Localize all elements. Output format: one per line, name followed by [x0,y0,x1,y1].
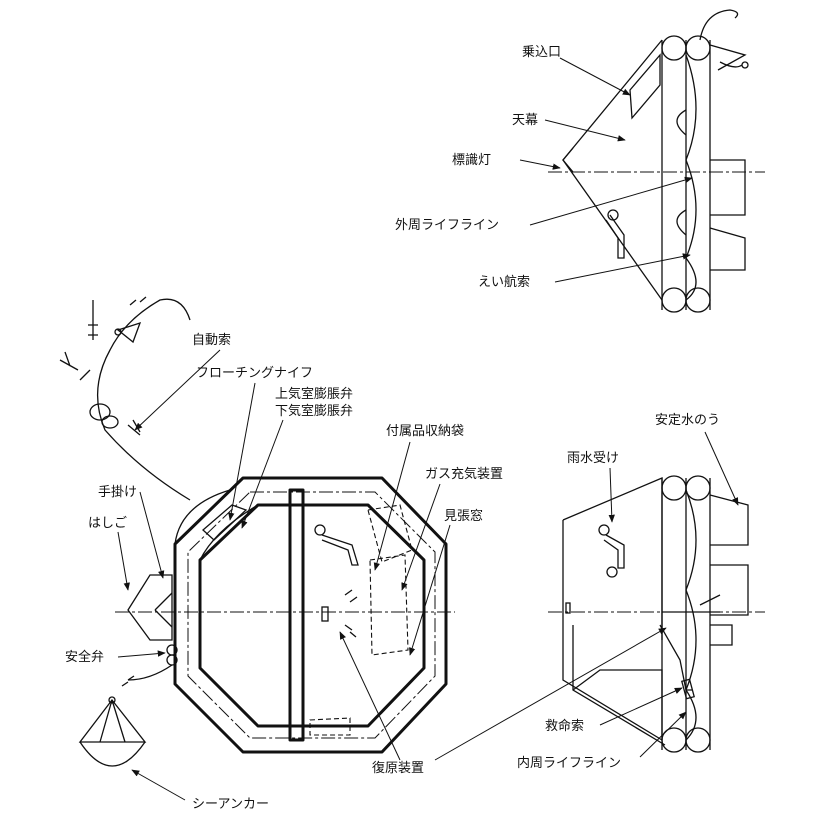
label-outer-lifeline: 外周ライフライン [395,218,499,233]
label-rain-catcher: 雨水受け [567,451,619,466]
side-view-bottom [548,475,765,753]
gas-inflation-outline [369,554,409,656]
auto-line [96,298,191,501]
label-upper-valve: 上気室膨脹弁 [275,386,353,402]
top-cable [699,9,739,41]
divider-bar [288,488,305,742]
label-sea-anchor: シーアンカー [192,797,269,812]
raft-outer-hull [173,476,448,754]
label-accessory-bag: 付属品収納袋 [386,424,464,439]
raft-inner-hull [198,503,426,728]
side-view-top [548,9,765,313]
sea-anchor-cone [78,698,147,743]
label-handhold: 手掛け [98,485,137,500]
accessory-bag-outline [367,504,413,563]
label-lookout-window: 見張窓 [444,508,483,524]
plan-view [59,296,455,767]
label-lower-valve: 下気室膨脹弁 [275,403,353,419]
label-stability-bags: 安定水のう [655,413,720,428]
label-inner-lifeline: 内周ライフライン [517,755,621,771]
buoyancy-tube [661,40,711,310]
label-canopy: 天幕 [512,113,538,128]
boarding-opening [629,53,661,120]
label-gas-inflation: ガス充気装置 [425,466,503,482]
ladder-shape [127,574,173,641]
label-ladder: はしご [88,515,127,531]
canopy-outline [562,39,663,301]
label-towing-line: えい航索 [478,274,530,290]
marker-light-shape [562,147,574,173]
label-righting-device: 復原装置 [372,760,424,776]
label-floating-knife: フローチングナイフ [196,366,313,381]
label-boarding: 乗込口 [522,45,561,60]
label-auto-line: 自動索 [192,333,231,348]
label-marker-light: 標識灯 [452,153,491,168]
label-safety-valve: 安全弁 [65,649,104,665]
label-rescue-line: 救命索 [545,718,584,734]
floating-knife-pocket [202,504,248,541]
outer-lifeline-loops [685,54,697,301]
cut-buoyancy-tube [661,478,711,750]
cut-canopy-top [562,477,663,640]
